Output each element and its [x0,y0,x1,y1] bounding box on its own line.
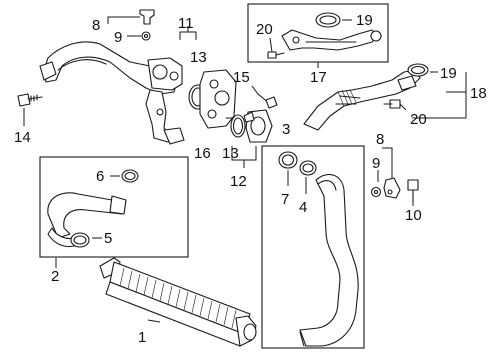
upper-intake-pipe [39,41,185,145]
callout-1: 1 [138,329,146,346]
hose-clamp-5 [70,232,90,248]
hose-clamp-4 [299,160,317,176]
elbow-connector-12 [243,109,273,143]
inset-box-3 [261,145,365,349]
charge-air-hose-3 [299,174,359,347]
callout-20-right: 20 [410,111,427,128]
callout-9-top: 9 [114,29,122,46]
intercooler-1 [99,257,257,347]
coolant-pipe-17 [281,29,382,51]
callout-12: 12 [230,173,247,190]
hose-clamp-13-lower [230,114,246,138]
callout-8-right: 8 [376,131,384,148]
washer-9-right [370,186,382,198]
callout-13-lower: 13 [222,145,239,162]
callout-6: 6 [96,168,104,185]
callout-14: 14 [14,129,31,146]
callout-8-top: 8 [92,17,100,34]
bracket-8-right [383,177,401,199]
bolt-14 [17,93,43,107]
callout-9-right: 9 [372,155,380,172]
outlet-pipe-18 [303,69,421,131]
hose-clamp-7 [278,151,298,169]
throttle-body-16 [199,69,237,129]
callout-5: 5 [104,230,112,247]
inset-box-2 [39,156,189,258]
inlet-hose-2 [47,192,127,248]
o-ring-19-right [407,63,429,77]
callout-18: 18 [470,85,487,102]
callout-11: 11 [178,15,194,32]
callout-7: 7 [281,191,289,208]
bolt-15 [257,93,278,109]
bolt-20-top [267,51,285,59]
callout-3: 3 [282,121,290,138]
callout-10: 10 [405,207,422,224]
bolt-10 [407,179,419,203]
callout-16: 16 [194,145,211,162]
hose-clamp-6 [121,169,139,183]
callout-15: 15 [233,69,250,86]
callout-13-upper: 13 [190,49,207,66]
callout-2: 2 [51,268,59,285]
o-ring-19-top [315,12,341,28]
callout-20-top: 20 [256,21,273,38]
callout-19-top: 19 [356,12,373,29]
callout-17: 17 [310,69,327,86]
callout-19-right: 19 [440,65,457,82]
bolt-20-right [383,99,401,109]
bracket-part-8 [139,9,155,41]
callout-4: 4 [299,199,307,216]
